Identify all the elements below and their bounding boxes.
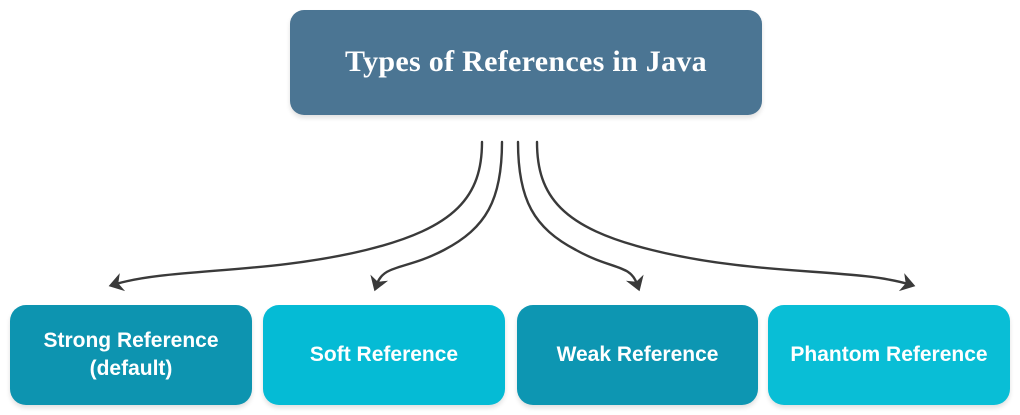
leaf-node-weak-reference[interactable]: Weak Reference — [517, 305, 758, 405]
root-node-label: Types of References in Java — [345, 45, 707, 79]
connector-arrow-1 — [108, 140, 484, 292]
leaf-node-label: Soft Reference — [309, 342, 459, 366]
connector-arrow-2 — [370, 140, 504, 292]
leaf-node-phantom-reference[interactable]: Phantom Reference — [768, 305, 1010, 405]
connector-arrow-4 — [535, 140, 916, 292]
leaf-node-label: Weak Reference — [556, 342, 719, 366]
connector-arrow-3 — [516, 140, 644, 292]
leaf-node-soft-reference[interactable]: Soft Reference — [263, 305, 505, 405]
leaf-node-label: Strong Reference (default) — [43, 328, 219, 380]
leaf-node-strong-reference[interactable]: Strong Reference (default) — [10, 305, 252, 405]
leaf-node-label: Phantom Reference — [790, 342, 988, 366]
root-node-types-of-references[interactable]: Types of References in Java — [290, 10, 762, 115]
